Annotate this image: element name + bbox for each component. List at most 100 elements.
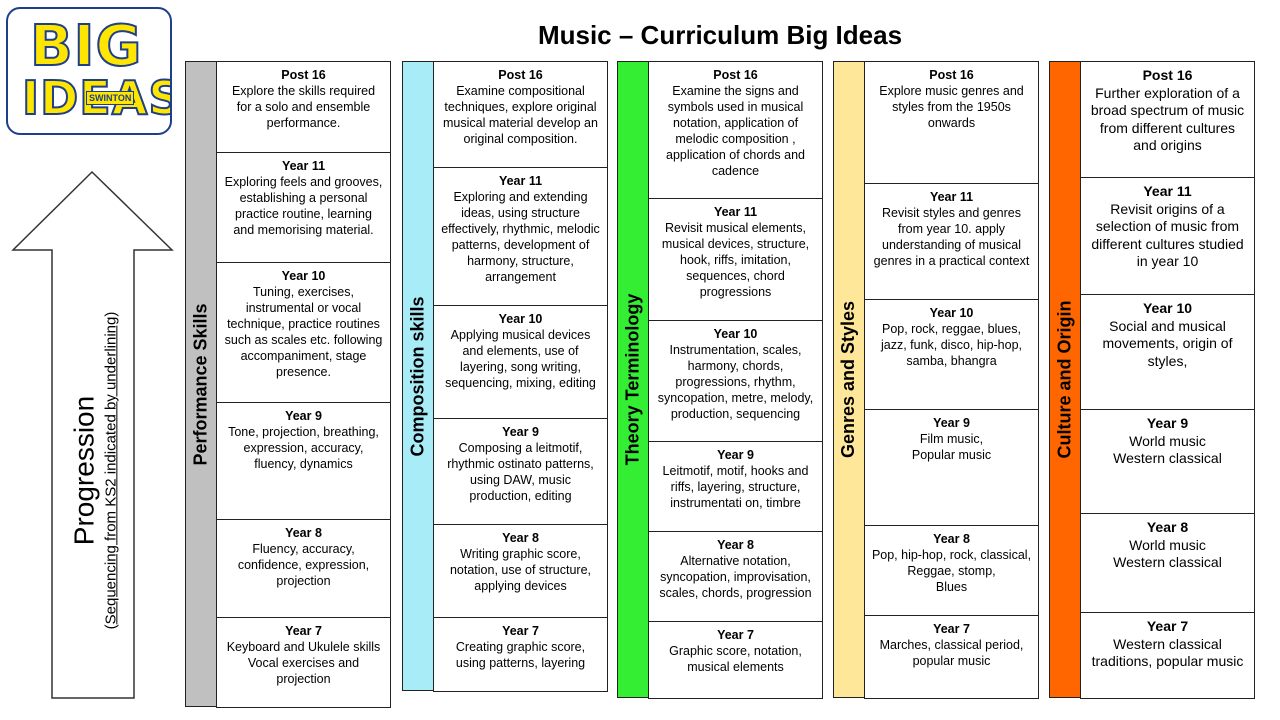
cell-description: Further exploration of a broad spectrum … <box>1090 84 1245 154</box>
curriculum-cell: Year 8 Pop, hip-hop, rock, classical, Reg… <box>864 525 1039 616</box>
curriculum-cell: Year 8 Fluency, accuracy, confidence, exp… <box>216 519 391 618</box>
curriculum-cell: Post 16 Explore the skills required for a… <box>216 61 391 153</box>
cell-description: Exploring and extending ideas, using str… <box>441 190 600 284</box>
cell-description: Keyboard and Ukulele skills Vocal exerci… <box>226 640 381 686</box>
year-label: Year 9 <box>1146 415 1189 431</box>
cell-description: Examine compositional techniques, explor… <box>443 84 598 146</box>
cell-description: Explore the skills required for a solo a… <box>231 84 376 130</box>
progression-label: Progression (Sequencing from KS2 indicat… <box>54 250 134 690</box>
year-label: Year 11 <box>713 205 758 219</box>
cell-description: Explore music genres and styles from the… <box>879 84 1024 130</box>
column-band-composition: Composition skills <box>402 61 434 691</box>
cell-description: World music Western classical <box>1113 536 1222 571</box>
cell-description: Creating graphic score, using patterns, … <box>455 640 586 670</box>
cell-description: Pop, hip-hop, rock, classical, Reggae, s… <box>871 548 1032 594</box>
year-label: Post 16 <box>498 68 543 82</box>
cell-description: Revisit origins of a selection of music … <box>1091 200 1244 270</box>
column-composition: Composition skills Post 16 Examine composi… <box>402 61 608 692</box>
year-label: Year 10 <box>498 312 543 326</box>
year-label: Year 9 <box>285 409 322 423</box>
curriculum-cell: Year 8 Alternative notation, syncopation,… <box>648 531 823 622</box>
cell-description: Social and musical movements, origin of … <box>1102 317 1233 369</box>
cell-description: Writing graphic score, notation, use of … <box>449 547 592 593</box>
progression-title: Progression <box>68 395 100 545</box>
cell-description: Composing a leitmotif, rhythmic ostinato… <box>447 441 594 503</box>
cell-description: Film music, Popular music <box>911 432 992 462</box>
column-heading: Genres and Styles <box>838 300 859 459</box>
year-label: Year 11 <box>1143 183 1192 199</box>
year-label: Year 10 <box>281 269 326 283</box>
year-label: Year 7 <box>1146 618 1189 634</box>
cell-description: Western classical traditions, popular mu… <box>1091 635 1244 670</box>
year-label: Year 10 <box>713 327 758 341</box>
page-title: Music – Curriculum Big Ideas <box>537 20 903 50</box>
year-label: Year 9 <box>502 425 539 439</box>
year-label: Year 7 <box>502 624 539 638</box>
column-cells: Post 16 Explore music genres and styles f… <box>864 61 1039 699</box>
cell-description: Examine the signs and symbols used in mu… <box>666 84 805 178</box>
cell-description: Graphic score, notation, musical element… <box>669 644 802 674</box>
column-band-genres: Genres and Styles <box>833 61 865 698</box>
curriculum-cell: Year 7 Marches, classical period, popular… <box>864 615 1039 699</box>
cell-description: Fluency, accuracy, confidence, expressio… <box>237 542 370 588</box>
curriculum-cell: Year 7 Keyboard and Ukulele skills Vocal … <box>216 617 391 708</box>
curriculum-cell: Year 8 Writing graphic score, notation, u… <box>433 524 608 618</box>
year-label: Year 10 <box>1142 300 1193 316</box>
year-label: Post 16 <box>281 68 326 82</box>
cell-description: Exploring feels and grooves, establishin… <box>224 175 383 237</box>
column-cells: Post 16 Explore the skills required for a… <box>216 61 391 708</box>
cell-description: Alternative notation, syncopation, impro… <box>659 554 812 600</box>
year-label: Year 9 <box>933 416 970 430</box>
year-label: Year 7 <box>285 624 322 638</box>
cell-description: Instrumentation, scales, harmony, chords… <box>657 343 814 421</box>
column-performance: Performance Skills Post 16 Explore the ski… <box>185 61 391 708</box>
curriculum-cell: Year 9 Composing a leitmotif, rhythmic os… <box>433 418 608 525</box>
cell-description: Revisit styles and genres from year 10. … <box>873 206 1030 268</box>
cell-description: Leitmotif, motif, hooks and riffs, layer… <box>662 464 809 510</box>
column-band-culture: Culture and Origin <box>1049 61 1081 698</box>
year-label: Year 8 <box>502 531 539 545</box>
curriculum-cell: Year 9 Film music, Popular music <box>864 409 1039 526</box>
year-label: Post 16 <box>929 68 974 82</box>
year-label: Year 7 <box>933 622 970 636</box>
year-label: Post 16 <box>1142 67 1193 83</box>
column-cells: Post 16 Examine compositional techniques,… <box>433 61 608 692</box>
curriculum-cell: Year 7 Creating graphic score, using patt… <box>433 617 608 692</box>
curriculum-cell: Post 16 Explore music genres and styles f… <box>864 61 1039 184</box>
curriculum-cell: Year 9 Tone, projection, breathing, expre… <box>216 402 391 520</box>
column-band-performance: Performance Skills <box>185 61 217 707</box>
curriculum-cell: Year 11 Exploring and extending ideas, us… <box>433 167 608 306</box>
progression-subtitle-underlined: Sequencing from KS2 indicated by underli… <box>102 316 120 624</box>
cell-description: Tone, projection, breathing, expression,… <box>228 425 379 471</box>
year-label: Year 8 <box>717 538 754 552</box>
column-heading: Culture and Origin <box>1054 300 1075 459</box>
cell-description: Marches, classical period, popular music <box>879 638 1024 668</box>
cell-description: Tuning, exercises, instrumental or vocal… <box>224 285 383 379</box>
year-label: Year 8 <box>933 532 970 546</box>
year-label: Year 11 <box>498 174 543 188</box>
progression-subtitle-open: ( <box>102 623 120 629</box>
year-label: Year 8 <box>285 526 322 540</box>
year-label: Year 9 <box>717 448 754 462</box>
big-ideas-logo: BIG IDEAS SWINTON <box>6 7 172 135</box>
logo-big-text: BIG <box>29 14 143 79</box>
year-label: Year 10 <box>929 306 974 320</box>
curriculum-cell: Year 10 Instrumentation, scales, harmony,… <box>648 320 823 442</box>
year-label: Year 8 <box>1146 519 1189 535</box>
column-heading: Composition skills <box>407 295 428 457</box>
progression-subtitle: (Sequencing from KS2 indicated by underl… <box>103 311 120 629</box>
logo-school-name: SWINTON <box>86 91 135 105</box>
column-genres: Genres and Styles Post 16 Explore music ge… <box>833 61 1039 699</box>
